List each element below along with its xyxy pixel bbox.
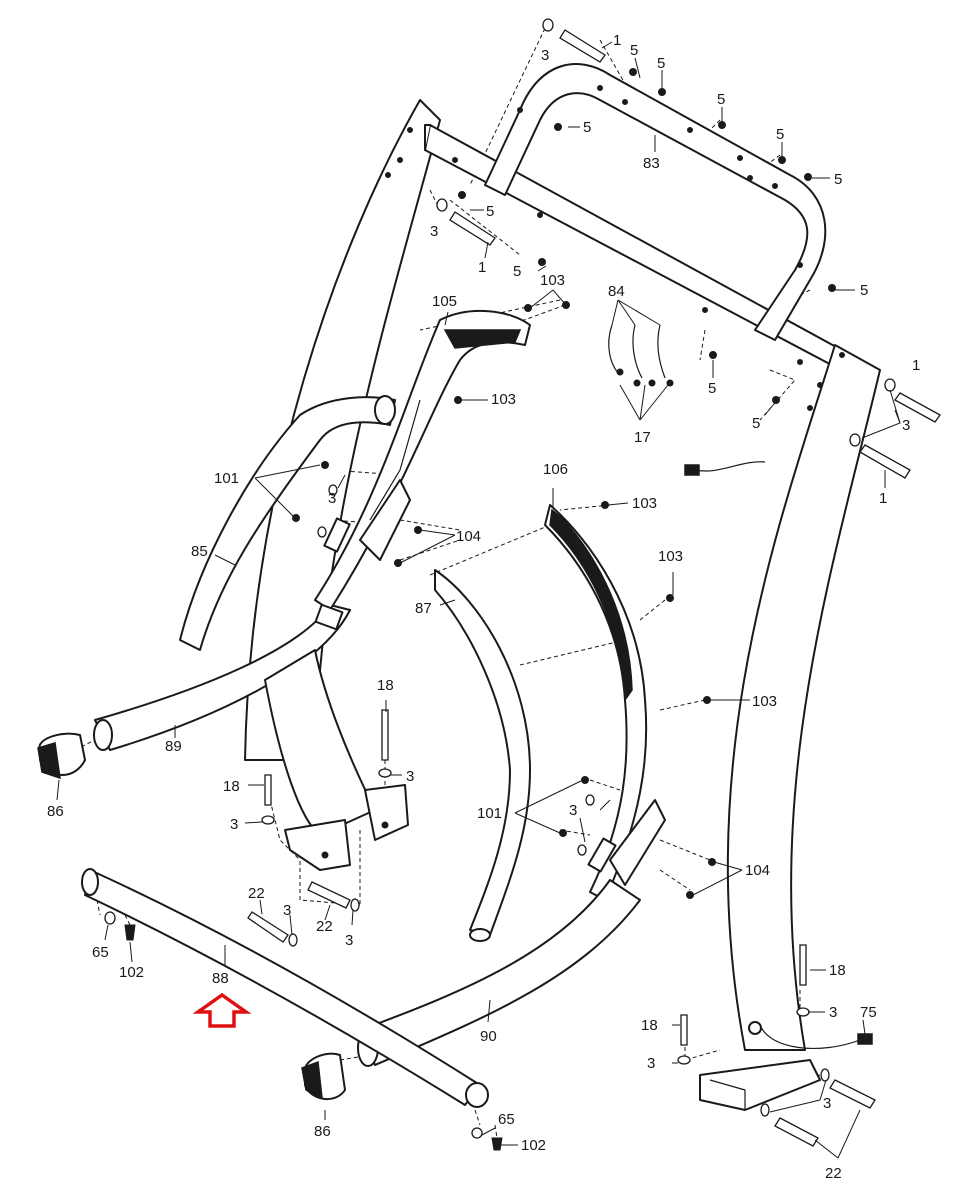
label-22b: 22 xyxy=(316,918,333,935)
leader-lines xyxy=(56,41,901,1159)
label-1d: 1 xyxy=(879,490,887,507)
label-18b: 18 xyxy=(223,778,240,795)
label-1a: 1 xyxy=(613,32,621,49)
label-5e: 5 xyxy=(776,126,784,143)
label-3k: 3 xyxy=(647,1055,655,1072)
label-22a: 22 xyxy=(248,885,265,902)
label-103a: 103 xyxy=(540,272,565,289)
label-3h: 3 xyxy=(283,902,291,919)
label-101a: 101 xyxy=(214,470,239,487)
label-1b: 1 xyxy=(478,259,486,276)
label-103c: 103 xyxy=(632,495,657,512)
label-5k: 5 xyxy=(752,415,760,432)
fasteners xyxy=(104,18,941,1151)
right-arm-87-90 xyxy=(301,504,666,1100)
label-3i: 3 xyxy=(345,932,353,949)
label-3e: 3 xyxy=(406,768,414,785)
label-5d: 5 xyxy=(583,119,591,136)
label-5i: 5 xyxy=(860,282,868,299)
label-3c: 3 xyxy=(902,417,910,434)
label-3a: 3 xyxy=(541,47,549,64)
label-3g: 3 xyxy=(569,802,577,819)
label-65b: 65 xyxy=(498,1111,515,1128)
upright-frame xyxy=(244,99,881,1111)
label-17: 17 xyxy=(634,429,651,446)
label-5h: 5 xyxy=(513,263,521,280)
label-89: 89 xyxy=(165,738,182,755)
label-106: 106 xyxy=(543,461,568,478)
label-3d: 3 xyxy=(328,490,336,507)
label-90: 90 xyxy=(480,1028,497,1045)
label-5a: 5 xyxy=(630,42,638,59)
label-103d: 103 xyxy=(658,548,683,565)
label-5c: 5 xyxy=(717,91,725,108)
label-102a: 102 xyxy=(119,964,144,981)
label-5f: 5 xyxy=(834,171,842,188)
label-3l: 3 xyxy=(823,1095,831,1112)
label-75: 75 xyxy=(860,1004,877,1021)
label-85: 85 xyxy=(191,543,208,560)
label-101b: 101 xyxy=(477,805,502,822)
label-3j: 3 xyxy=(829,1004,837,1021)
left-arm-85-89 xyxy=(37,395,396,780)
label-86a: 86 xyxy=(47,803,64,820)
center-post xyxy=(264,649,409,871)
label-104a: 104 xyxy=(456,528,481,545)
label-84: 84 xyxy=(608,283,625,300)
left-plate-105 xyxy=(314,309,531,631)
label-103b: 103 xyxy=(491,391,516,408)
red-highlight-arrow-icon xyxy=(192,992,252,1028)
label-18c: 18 xyxy=(829,962,846,979)
label-5b: 5 xyxy=(657,55,665,72)
label-86b: 86 xyxy=(314,1123,331,1140)
label-103e: 103 xyxy=(752,693,777,710)
label-87: 87 xyxy=(415,600,432,617)
label-5j: 5 xyxy=(708,380,716,397)
label-18a: 18 xyxy=(377,677,394,694)
top-handle-83 xyxy=(484,63,827,341)
label-3b: 3 xyxy=(430,223,438,240)
label-88: 88 xyxy=(212,970,229,987)
label-102b: 102 xyxy=(521,1137,546,1154)
label-104b: 104 xyxy=(745,862,770,879)
label-18d: 18 xyxy=(641,1017,658,1034)
label-5g: 5 xyxy=(486,203,494,220)
label-22c: 22 xyxy=(825,1165,842,1182)
part-labels: 1 3 5 5 5 5 5 5 83 5 3 1 5 103 5 105 84 … xyxy=(47,32,920,1182)
wire-harness xyxy=(684,461,873,1050)
label-3f: 3 xyxy=(230,816,238,833)
label-1c: 1 xyxy=(912,357,920,374)
label-105: 105 xyxy=(432,293,457,310)
label-83: 83 xyxy=(643,155,660,172)
bottom-tube-88 xyxy=(81,868,489,1108)
label-65a: 65 xyxy=(92,944,109,961)
